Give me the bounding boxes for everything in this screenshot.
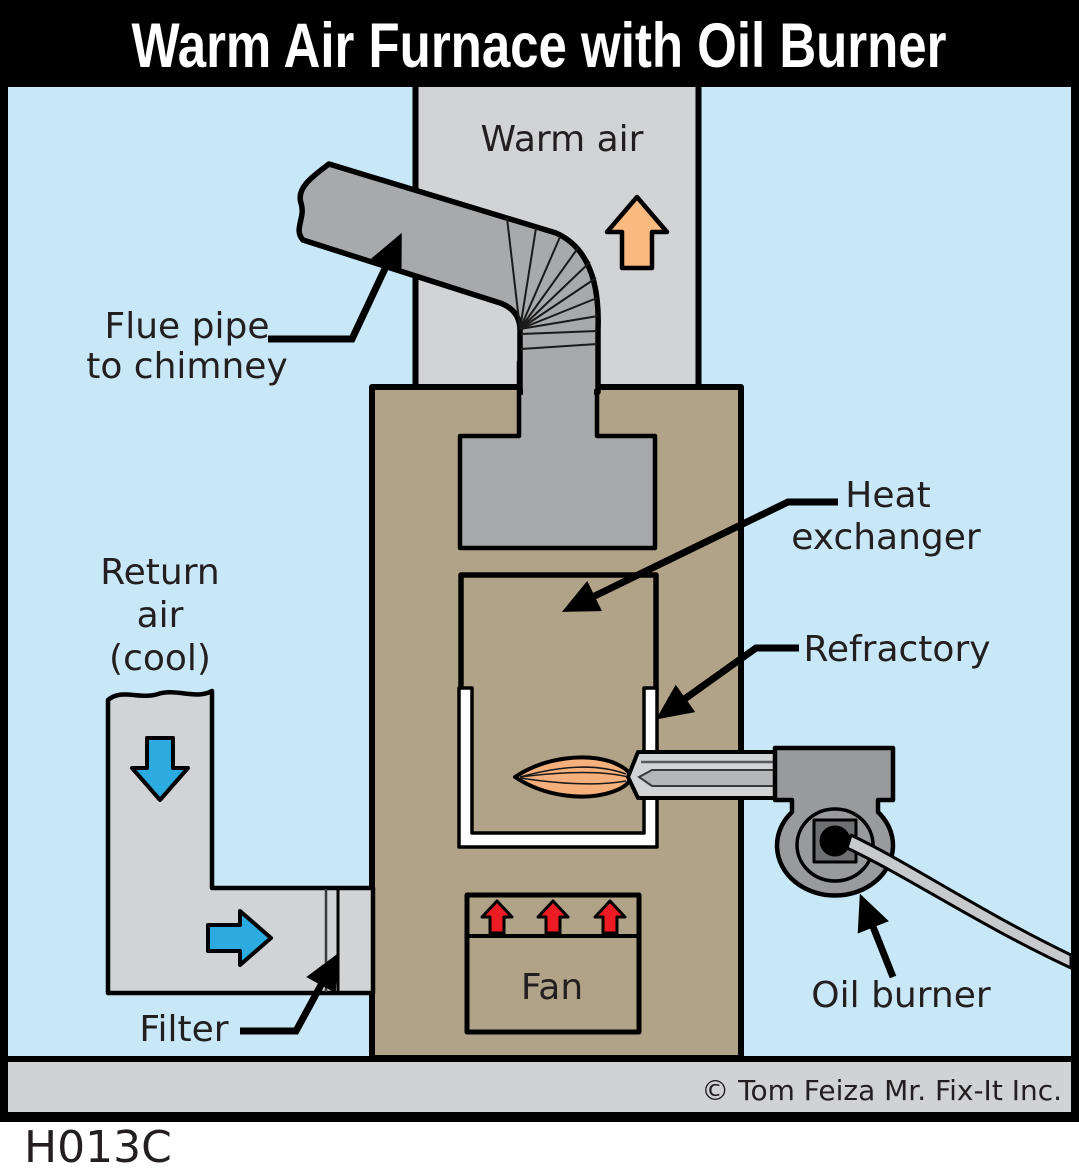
fan-arrow-icon	[480, 899, 514, 935]
flue-pipe-label-line1: Flue pipe	[105, 306, 270, 347]
oil-supply-line	[845, 833, 1073, 970]
fan-airflow-arrows	[480, 899, 627, 935]
filter-pointer	[240, 953, 339, 1035]
callout-arrows	[240, 232, 897, 1035]
oil-burner-label: Oil burner	[811, 975, 991, 1016]
flame-streamlines	[519, 766, 629, 785]
motor-shaft	[819, 825, 851, 857]
flue-pipe-pointer	[268, 232, 402, 343]
fan-label: Fan	[521, 967, 583, 1008]
oil-burner	[772, 745, 1073, 970]
oil-burner-pointer	[857, 893, 897, 979]
heat-exchanger-label-line2: exchanger	[791, 517, 981, 558]
diagram-code: H013C	[24, 1122, 172, 1170]
filter-label: Filter	[139, 1009, 228, 1050]
return-air-label-line1: Return	[100, 552, 219, 593]
fan-arrow-icon	[536, 899, 570, 935]
floor-strip	[8, 1061, 1071, 1112]
burner-tube	[626, 750, 777, 800]
return-air-down-arrow-icon	[130, 736, 190, 802]
flue-stem-joint	[523, 378, 594, 440]
heat-exchanger-pointer	[561, 498, 838, 612]
heat-exchanger-label-line1: Heat	[845, 475, 930, 516]
flue-pipe-label-line2: to chimney	[86, 346, 288, 387]
fan-arrow-icon	[593, 899, 627, 935]
heat-exchanger-box	[458, 572, 659, 690]
refractory-pointer	[655, 644, 799, 720]
warm-air-up-arrow-icon	[604, 194, 670, 271]
diagram-labels: Warm air Flue pipe to chimney Return air…	[86, 119, 991, 1050]
return-air-right-arrow-icon	[206, 909, 273, 967]
flue-elbow-segments	[506, 217, 599, 350]
refractory-label: Refractory	[803, 629, 990, 670]
copyright-text: © Tom Feiza Mr. Fix-It Inc.	[701, 1074, 1062, 1107]
flue-pipe	[296, 161, 601, 440]
return-air-duct	[105, 688, 376, 996]
flue-pipe-body	[296, 161, 601, 395]
return-air-label-line3: (cool)	[109, 638, 211, 679]
fan-compartment: Fan	[464, 892, 642, 1035]
burner-tube-nozzle	[637, 769, 776, 787]
warm-air-label: Warm air	[481, 119, 644, 160]
floor: © Tom Feiza Mr. Fix-It Inc.	[8, 1056, 1071, 1112]
return-air-label-line2: air	[137, 595, 184, 636]
refractory-channel	[457, 686, 659, 849]
fan-box	[464, 892, 642, 1035]
page-title: Warm Air Furnace with Oil Burner	[132, 11, 947, 81]
